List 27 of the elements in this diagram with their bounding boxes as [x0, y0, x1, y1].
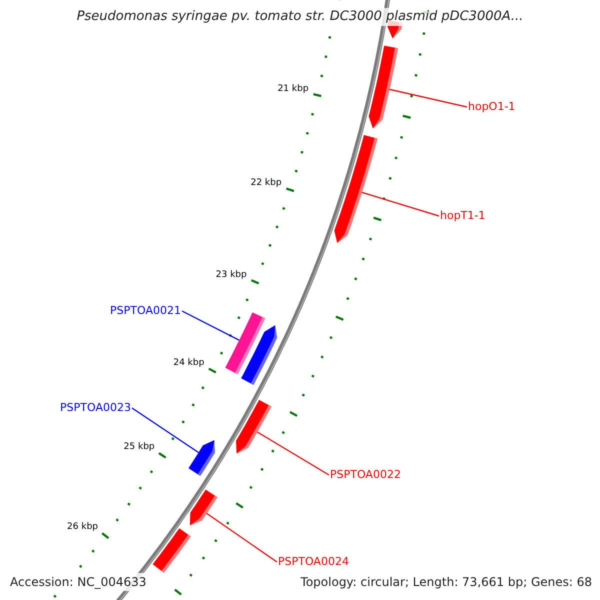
topology-text: Topology: circular; Length: 73,661 bp; Genes: 68 — [300, 574, 592, 591]
gene-label: PSPTOA0023 — [60, 401, 131, 415]
scale-label: 26 kbp — [67, 522, 98, 532]
scale-label: 25 kbp — [124, 443, 155, 452]
gene-label: hopO1-1 — [468, 100, 516, 114]
gene-label: PSPTOA0024 — [278, 555, 349, 569]
scale-label: 21 kbp — [278, 85, 309, 94]
leader-line — [256, 431, 330, 476]
leader-line — [132, 408, 199, 453]
gene-segment — [152, 528, 191, 573]
gene-segment — [368, 46, 398, 128]
leader-line — [206, 512, 278, 562]
gene-label: hopT1-1 — [440, 209, 486, 223]
leader-line — [182, 310, 240, 341]
gene-segment — [188, 440, 215, 476]
scale-label: 22 kbp — [250, 179, 282, 188]
leader-line — [389, 88, 468, 108]
leader-line — [362, 192, 440, 217]
gene-segment — [190, 490, 218, 526]
gene-label: PSPTOA0021 — [110, 304, 181, 318]
gene-label: PSPTOA0022 — [330, 468, 401, 482]
gene-segment — [236, 400, 272, 454]
gene-segment — [241, 325, 277, 385]
gene-segment — [334, 135, 378, 243]
scale-label: 24 kbp — [173, 358, 204, 368]
accession-text: Accession: NC_004633 — [8, 573, 148, 591]
scale-label: 23 kbp — [216, 270, 247, 280]
